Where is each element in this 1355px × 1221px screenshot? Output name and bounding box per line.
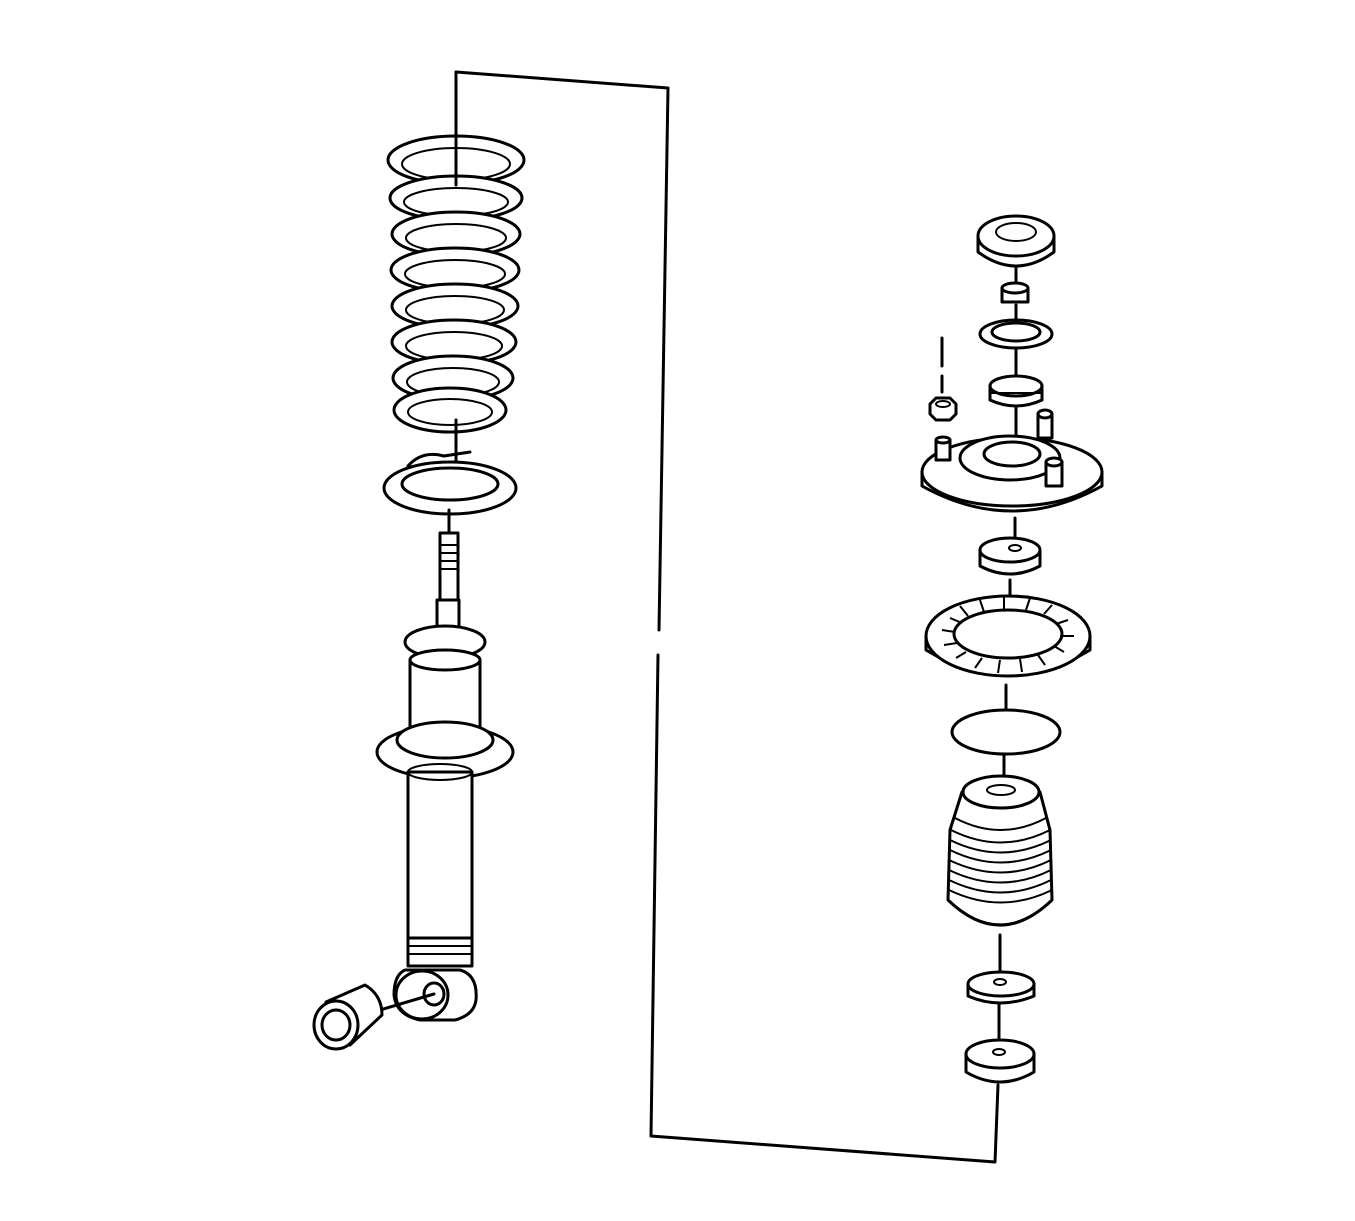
coil-spring [386,134,526,434]
upper-nut [1000,281,1030,304]
lower-bushing [312,983,384,1051]
dust-boot [946,774,1054,927]
bumper [966,970,1036,1005]
assembly-connector-line [454,70,1000,1164]
washer [978,318,1054,350]
bushing-axis [378,992,436,1012]
shock-piston-rod [435,508,461,642]
upper-mount [920,408,1104,513]
shock-absorber [375,624,515,968]
upper-spring-seat [924,594,1092,678]
lower-insulator [964,1038,1036,1084]
retainer-washer [950,708,1062,756]
upper-insulator [988,374,1044,408]
lower-spring-insulator [382,450,518,516]
spacer [978,536,1042,576]
dust-cap [976,214,1056,268]
mount-nut [928,396,958,422]
